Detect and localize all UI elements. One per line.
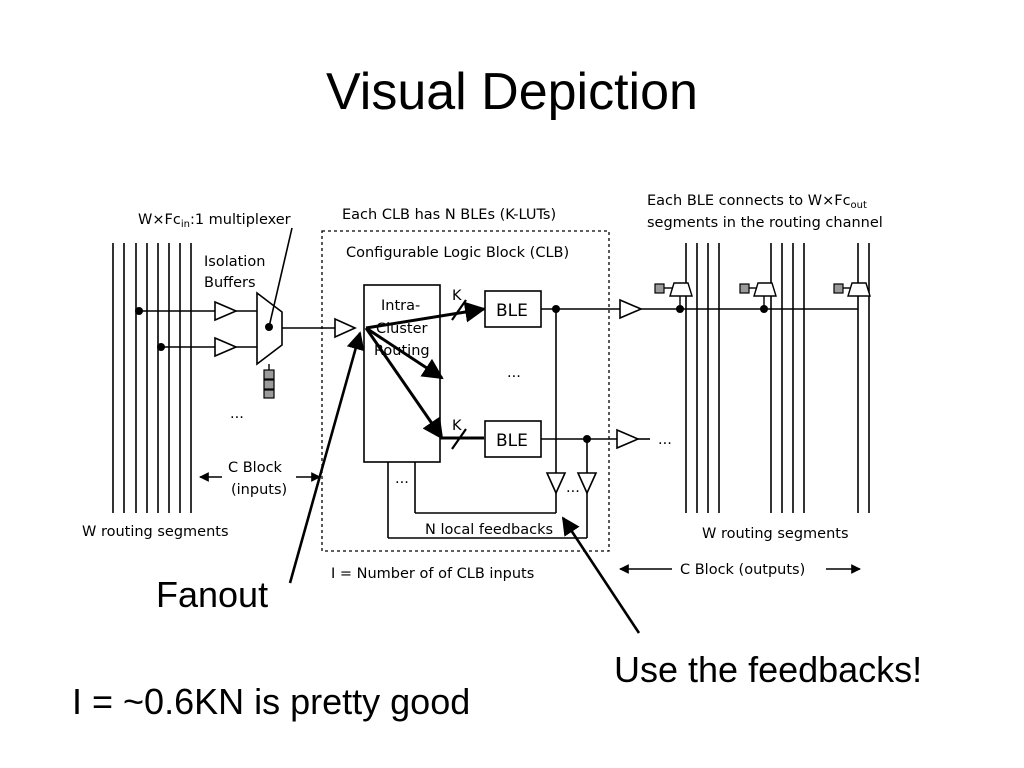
ellipsis-output: ... xyxy=(658,432,672,448)
clb-boundary xyxy=(321,230,610,552)
output-switch-1 xyxy=(654,282,693,309)
each-ble-label-1: Each BLE connects to W×Fcout xyxy=(647,193,867,211)
isolation-buffer-1 xyxy=(214,300,239,322)
local-feedbacks-label: N local feedbacks xyxy=(425,522,553,538)
output-switch-2 xyxy=(739,282,777,309)
left-routing-channel xyxy=(112,243,192,513)
feedback-buffer-2 xyxy=(576,472,598,495)
clb-inputs-label: I = Number of of CLB inputs xyxy=(331,566,534,582)
mux-label: W×Fcin:1 multiplexer xyxy=(138,212,291,230)
clb-title-label: Configurable Logic Block (CLB) xyxy=(346,245,569,261)
cblock-outputs-label: C Block (outputs) xyxy=(680,562,805,578)
w-routing-right-label: W routing segments xyxy=(702,526,849,542)
fanout-label: Fanout xyxy=(156,574,269,615)
ble-label-1: BLE xyxy=(496,301,528,321)
ellipsis-ble: ... xyxy=(507,365,521,381)
feedbacks-note: Use the feedbacks! xyxy=(614,649,923,690)
k-label-2: K xyxy=(452,418,462,434)
isolation-label-1: Isolation xyxy=(204,254,265,270)
isolation-label-2: Buffers xyxy=(204,275,256,291)
ble-box-2 xyxy=(484,420,542,458)
feedback-buffer-1 xyxy=(545,472,567,495)
output-buffer-2 xyxy=(616,428,641,450)
w-routing-left-label: W routing segments xyxy=(82,524,229,540)
isolation-buffer-2 xyxy=(214,336,239,358)
ble-box-1 xyxy=(484,290,542,328)
formula-note: I = ~0.6KN is pretty good xyxy=(72,681,471,722)
cblock-inputs-label-1: C Block xyxy=(228,460,283,476)
clb-input-buffer xyxy=(334,317,357,339)
local-feedback-paths xyxy=(387,309,588,539)
intra-routing-arrows xyxy=(364,301,487,440)
intra-label-2: Cluster xyxy=(376,321,428,337)
ellipsis-feedback-buffers: ... xyxy=(566,480,580,496)
cblock-inputs-label-2: (inputs) xyxy=(231,482,287,498)
clb-has-label: Each CLB has N BLEs (K-LUTs) xyxy=(342,207,556,223)
intra-label-3: Routing xyxy=(374,343,430,359)
output-switch-3 xyxy=(833,282,871,297)
ellipsis-left: ... xyxy=(230,406,244,422)
output-buffer-1 xyxy=(619,298,644,320)
each-ble-label-2: segments in the routing channel xyxy=(647,215,883,231)
fanout-arrow xyxy=(288,331,365,584)
ble-label-2: BLE xyxy=(496,431,528,451)
slide-title: Visual Depiction xyxy=(326,63,698,121)
feedbacks-arrow xyxy=(561,516,641,634)
ellipsis-feedback-inner: ... xyxy=(395,471,409,487)
intra-label-1: Intra- xyxy=(381,298,420,314)
k-label-1: K xyxy=(452,288,462,304)
config-memory-bits xyxy=(263,369,275,399)
